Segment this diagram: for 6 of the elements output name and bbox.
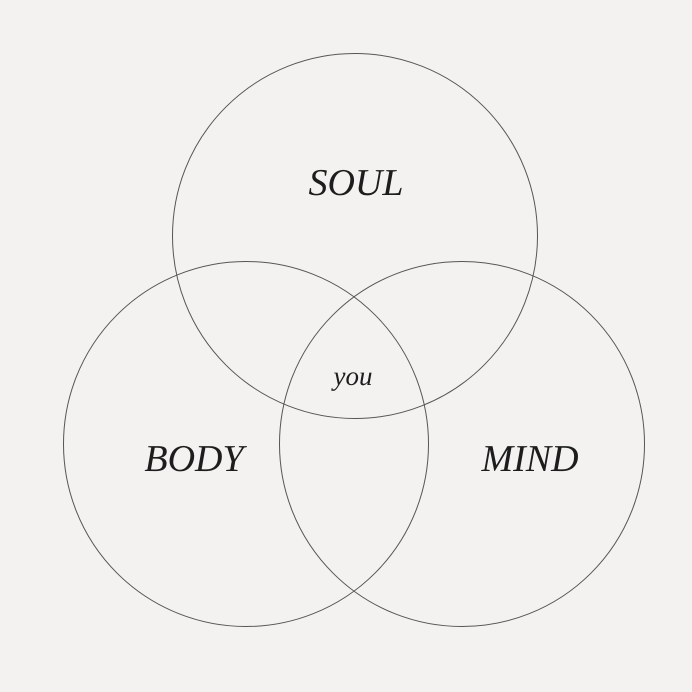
venn-circle	[172, 53, 538, 419]
venn-circle	[279, 261, 645, 627]
venn-circle	[63, 261, 429, 627]
overlap-label: you	[334, 362, 372, 392]
circle-label: MIND	[481, 439, 579, 481]
circle-label: SOUL	[308, 163, 404, 205]
